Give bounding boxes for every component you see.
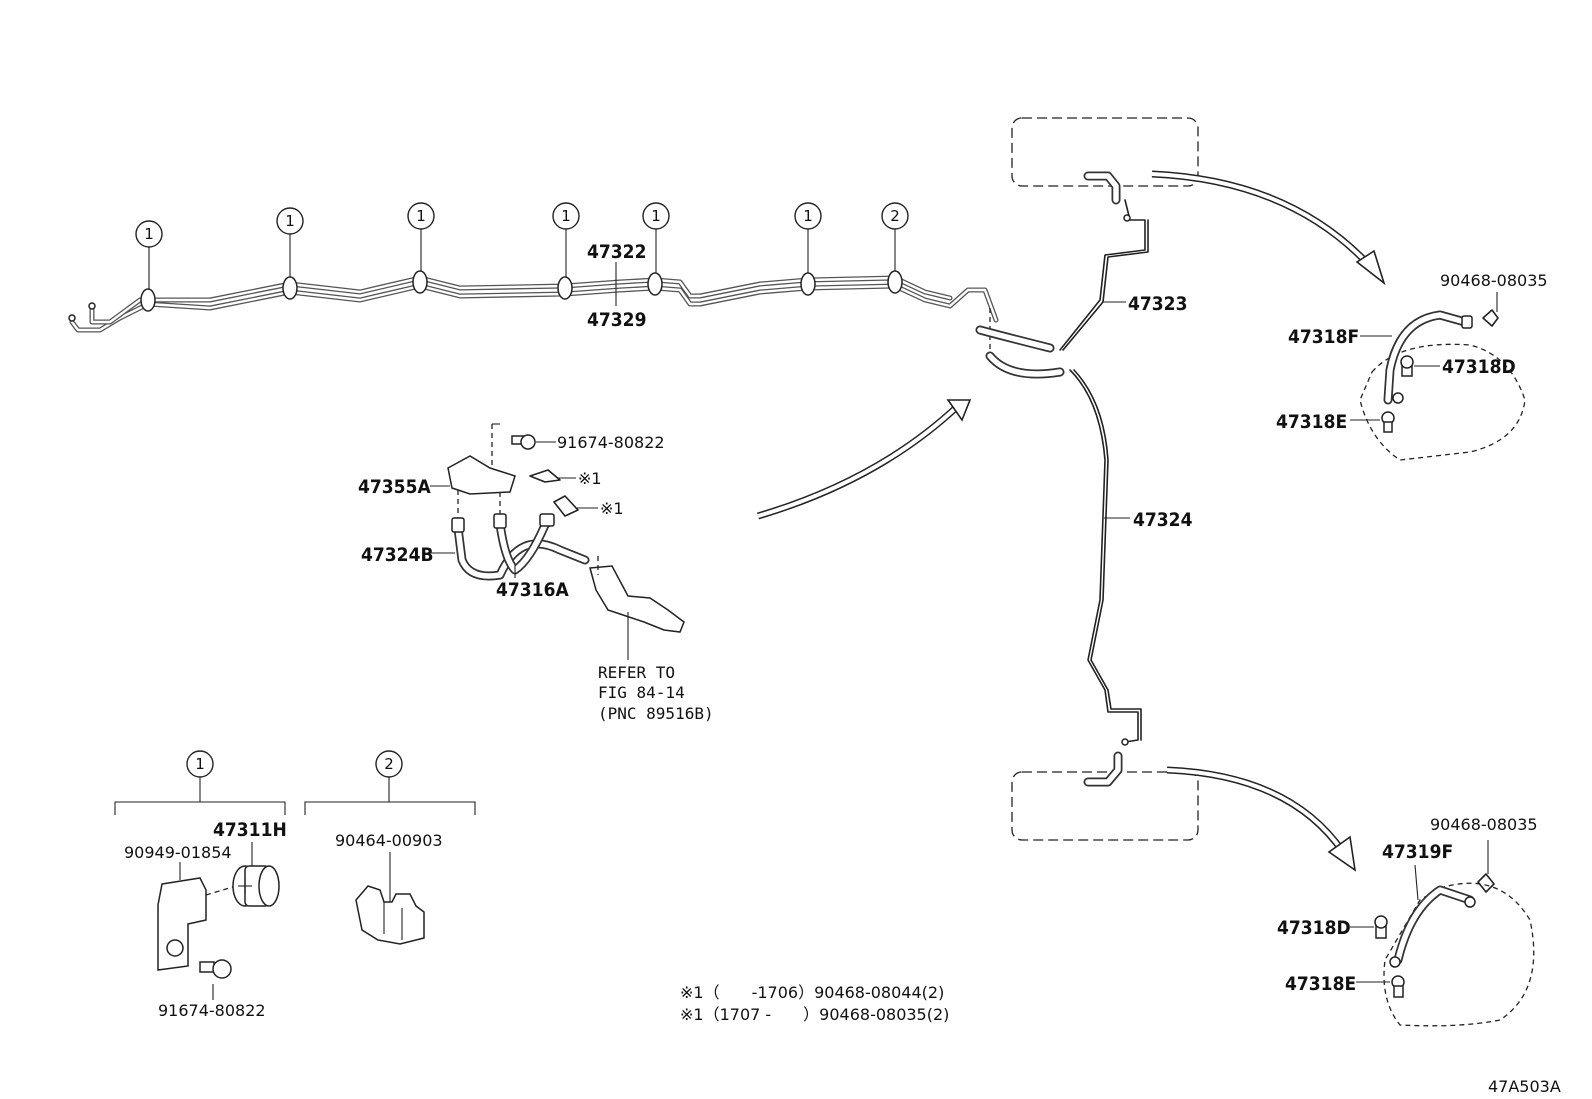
figure-code: 47A503A	[1488, 1077, 1561, 1096]
rear-upper-clip-label: 90468-08035	[1440, 271, 1548, 290]
footnotes: ※1（ -1706）90468-08044(2) ※1（1707 - ）9046…	[680, 983, 949, 1024]
part-47319F-label: 47319F	[1382, 841, 1453, 863]
callout-1b: 1	[285, 212, 295, 230]
legend-1-number: 1	[195, 755, 205, 773]
callout-1a: 1	[144, 225, 154, 243]
part-90949-label: 90949-01854	[124, 843, 232, 862]
part-47318D-lower-label: 47318D	[1277, 917, 1351, 939]
legend-clamp-1: 1 47311H 90949-01854 91674-80822	[114, 750, 287, 1020]
clip-note-upper: ※1	[578, 469, 602, 488]
part-47318D-upper-label: 47318D	[1442, 356, 1516, 378]
part-47324B-label: 47324B	[361, 544, 434, 566]
callout-1d: 1	[561, 207, 571, 225]
part-47324-label: 47324	[1133, 509, 1193, 531]
refer-note-line1: REFER TO	[598, 663, 675, 682]
bolt-91674-upper-label: 91674-80822	[557, 433, 665, 452]
main-brake-tubes	[68, 270, 999, 333]
front-hose-assembly: 91674-80822 47355A ※1 ※1 47324B 47316A R…	[358, 423, 714, 723]
callout-1c: 1	[416, 207, 426, 225]
rear-tubes: 47323 47324	[975, 199, 1193, 746]
callout-markers: 1 1 1 1 1 1 2	[135, 202, 909, 290]
part-47311H-label: 47311H	[213, 819, 287, 841]
part-90464-label: 90464-00903	[335, 831, 443, 850]
callout-1e: 1	[651, 207, 661, 225]
part-47355A-label: 47355A	[358, 476, 431, 498]
part-47318F-label: 47318F	[1288, 326, 1359, 348]
part-47322-label: 47322	[587, 241, 646, 263]
legend-2-number: 2	[384, 755, 394, 773]
rear-detail-upper: 90468-08035 47318F 47318D 47318E	[1276, 271, 1548, 461]
tube-labels: 47322 47329	[587, 241, 646, 331]
refer-note-line3: (PNC 89516B)	[598, 704, 714, 723]
rear-wheel-boxes	[1011, 117, 1199, 841]
rear-detail-lower: 90468-08035 47319F 47318D 47318E	[1277, 815, 1538, 1027]
footnote-2: ※1（1707 - ）90468-08035(2)	[680, 1005, 949, 1024]
callout-2a: 2	[890, 207, 900, 225]
part-47318E-lower-label: 47318E	[1285, 973, 1356, 995]
part-47323-label: 47323	[1128, 293, 1187, 315]
footnote-1: ※1（ -1706）90468-08044(2)	[680, 983, 944, 1002]
refer-note-line2: FIG 84-14	[598, 683, 685, 702]
detail-arrows	[757, 170, 1386, 872]
bolt-91674-lower-label: 91674-80822	[158, 1001, 266, 1020]
part-47329-label: 47329	[587, 309, 646, 331]
part-47318E-upper-label: 47318E	[1276, 411, 1347, 433]
part-47316A-label: 47316A	[496, 579, 569, 601]
callout-1f: 1	[803, 207, 813, 225]
clip-note-lower: ※1	[600, 499, 624, 518]
legend-clamp-2: 2 90464-00903	[304, 750, 476, 945]
rear-lower-clip-label: 90468-08035	[1430, 815, 1538, 834]
